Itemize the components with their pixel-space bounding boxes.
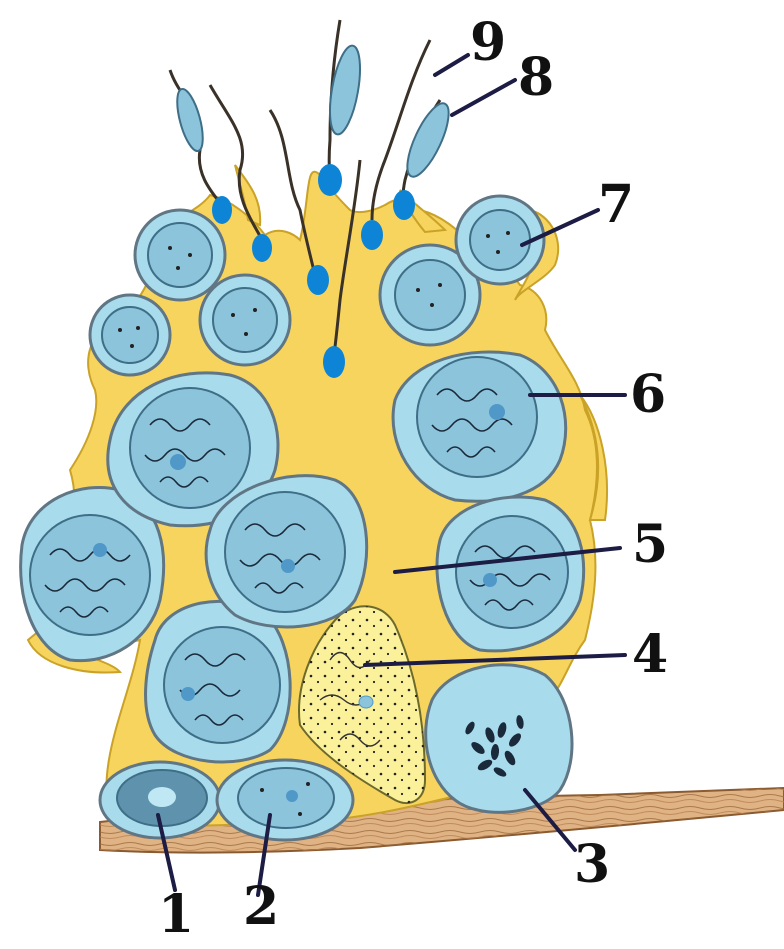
label-6: 6 — [630, 364, 666, 425]
label-3: 3 — [574, 834, 610, 895]
dividing-spermatocyte — [426, 665, 572, 813]
spermatid — [200, 275, 290, 365]
primary-spermatocyte — [437, 497, 584, 651]
primary-spermatocyte — [393, 352, 566, 501]
label-9: 9 — [470, 12, 506, 73]
spermatid — [135, 210, 225, 300]
label-4: 4 — [632, 624, 668, 685]
label-2: 2 — [243, 876, 279, 937]
label-5: 5 — [632, 514, 668, 575]
spermatogonium-pale — [217, 760, 353, 840]
label-1: 1 — [158, 884, 194, 945]
label-8: 8 — [518, 47, 554, 108]
spermatid — [90, 295, 170, 375]
label-7: 7 — [598, 174, 634, 235]
